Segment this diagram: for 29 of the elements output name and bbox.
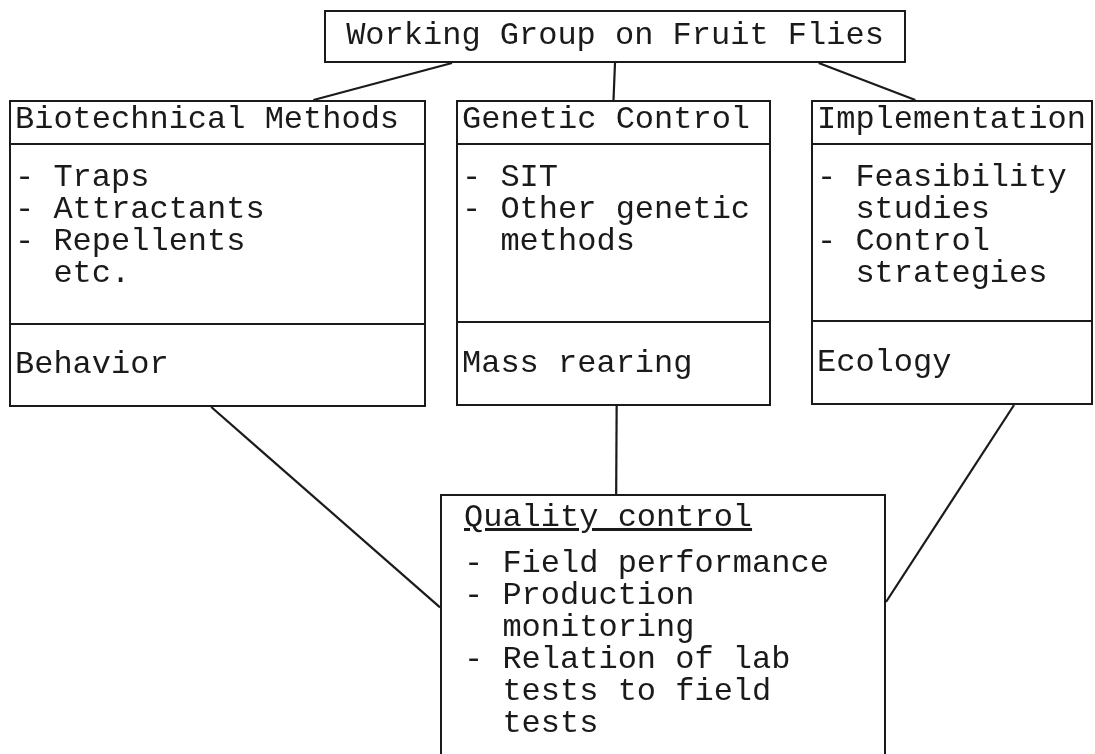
section-box [9, 100, 426, 407]
list-item: - Attractants [15, 194, 265, 226]
list-item: - Feasibility studies [817, 162, 1068, 226]
list-item: - Relation of lab tests to field tests [464, 644, 792, 740]
list-item: - SIT [462, 162, 558, 194]
section-heading: Implementation [813, 102, 1091, 145]
title-text: Working Group on Fruit Flies [345, 20, 885, 52]
section-box [811, 100, 1093, 405]
connector-line [210, 406, 441, 609]
connector-line [885, 404, 1015, 603]
list-item: - Other genetic methods [462, 194, 752, 258]
list-item: - Traps [15, 162, 151, 194]
connector-line [818, 61, 916, 102]
quality-control-box [440, 494, 886, 754]
list-item: - Control strategies [817, 226, 1049, 290]
connector-line [313, 61, 453, 102]
title-box [324, 10, 906, 63]
connector-line [612, 62, 617, 101]
footer-text: Mass rearing [458, 321, 769, 404]
section-heading: Quality control [464, 499, 753, 536]
section-heading: Biotechnical Methods [11, 102, 424, 145]
list-item: - Production monitoring [464, 580, 695, 644]
list-item: - Repellents etc. [15, 226, 247, 290]
connector-line [615, 406, 618, 494]
section-heading: Genetic Control [458, 102, 769, 145]
section-box [456, 100, 771, 406]
footer-text: Behavior [11, 323, 424, 405]
list-item: - Field performance [464, 548, 829, 580]
footer-text: Ecology [813, 320, 1091, 403]
